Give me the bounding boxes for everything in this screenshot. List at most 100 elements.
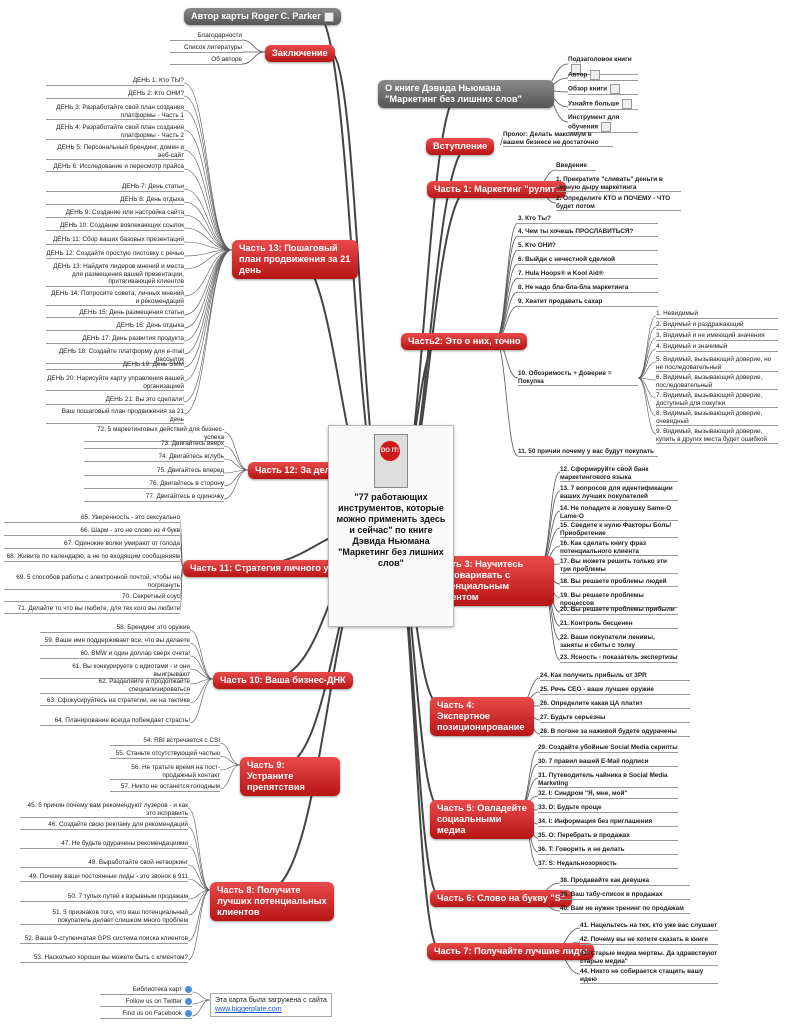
- link-icon[interactable]: [185, 1010, 192, 1017]
- part8-item[interactable]: 50. 7 тупых путей к взрывным продажам: [20, 893, 188, 902]
- part11-item[interactable]: 70. Секретный соус: [4, 593, 180, 602]
- part2-item[interactable]: 9. Хватит продавать сахар: [518, 298, 658, 307]
- part5-item[interactable]: 34. I: Информация без приглашения: [538, 818, 678, 827]
- part8-item[interactable]: 52. Ваша 9-ступенчатая GPS система поиск…: [20, 935, 188, 944]
- part1-node[interactable]: Часть 1: Маркетинг "рулит": [427, 181, 567, 198]
- part12-item[interactable]: 75. Двигайтесь вперед: [84, 467, 224, 476]
- part2-item[interactable]: 11. 50 причин почему у вас будут покупат…: [518, 448, 658, 457]
- visibility-level[interactable]: 3. Видимый и не имеющий значения: [656, 332, 778, 341]
- note-icon[interactable]: [571, 63, 581, 74]
- intro-node[interactable]: Вступление: [426, 138, 495, 155]
- about-node[interactable]: О книге Дэвида Ньюмана "Маркетинг без ли…: [378, 80, 554, 108]
- part11-item[interactable]: 68. Живите по календарю, а не по входящи…: [4, 553, 180, 562]
- visibility-level[interactable]: 8. Видимый, вызывающий доверие, очевидны…: [656, 410, 778, 427]
- day-item[interactable]: ДЕНЬ 6: Исследование и пересмотр прайса: [46, 163, 184, 172]
- part7-item[interactable]: 42. Почему вы не хотите сказать в книге: [580, 936, 718, 945]
- part12-item[interactable]: 72. 5 маркетинговых действий для бизнес-…: [84, 426, 224, 443]
- intro-item[interactable]: Пролог: Делать максимум в вашем бизнесе …: [503, 131, 613, 148]
- part7-item[interactable]: 44. Никто не собирается стащить вашу иде…: [580, 968, 718, 985]
- note-icon[interactable]: [610, 84, 621, 94]
- part1-item[interactable]: Введение: [556, 162, 596, 171]
- part3-item[interactable]: 22. Ваши покупатели ленивы, заняты и сби…: [560, 634, 678, 651]
- day-item[interactable]: ДЕНЬ 20: Нарисуйте карту управления ваше…: [46, 375, 184, 392]
- branch-item[interactable]: Благодарности: [170, 32, 242, 41]
- day-item[interactable]: ДЕНЬ 11: Сбор ваших базовых презентаций: [46, 236, 184, 245]
- conclusion-node[interactable]: Заключение: [265, 45, 335, 62]
- day-item[interactable]: ДЕНЬ 7: День статьи: [46, 183, 184, 192]
- part4-item[interactable]: 28. В погоне за наживой будете одурачены: [540, 728, 690, 737]
- part8-item[interactable]: 45. 5 причин почему вам рекомендуют лузе…: [20, 802, 188, 819]
- part8-item[interactable]: 49. Почему ваши постоянные лиды - это зв…: [20, 873, 188, 882]
- part4-item[interactable]: 27. Будьте серьезны: [540, 714, 690, 723]
- part9-item[interactable]: 54. RBI встречается с CSI: [110, 737, 220, 746]
- part4-item[interactable]: 26. Определите какая ЦА платит: [540, 700, 690, 709]
- part12-item[interactable]: 74. Двигайтесь вглубь: [84, 453, 224, 462]
- day-item[interactable]: ДЕНЬ 13: Найдите лидеров мнений и места …: [46, 263, 184, 287]
- part3-item[interactable]: 13. 7 вопросов для идентификации ваших л…: [560, 485, 678, 502]
- part2-item[interactable]: 6. Выйди с нечестной сделкой: [518, 256, 658, 265]
- part1-item[interactable]: 2. Определите КТО и ПОЧЕМУ - ЧТО будет п…: [556, 195, 681, 212]
- visibility-level[interactable]: 4. Видимый и значимый: [656, 343, 778, 352]
- biggerplate-link[interactable]: www.biggerplate.com: [215, 1006, 282, 1013]
- part12-item[interactable]: 76. Двигайтесь в сторону: [84, 480, 224, 489]
- about-item[interactable]: Обзор книги: [568, 84, 638, 95]
- about-item[interactable]: Узнайте больше: [568, 99, 638, 110]
- part13-node[interactable]: Часть 13: Пошаговый план продвижения за …: [232, 240, 358, 279]
- day-item[interactable]: ДЕНЬ 4: Разработайте свой план создания …: [46, 124, 184, 141]
- day-item[interactable]: ДЕНЬ 15: День размещения статьи: [46, 309, 184, 318]
- part5-item[interactable]: 31. Путеводитель чайника в Social Media …: [538, 772, 678, 789]
- visibility-level[interactable]: 1. Невидимый: [656, 310, 778, 319]
- part1-item[interactable]: 1. Прекратите "сливать" деньги в черную …: [556, 176, 681, 193]
- part11-item[interactable]: 66. Шарм - это не слово из 4 букв: [4, 527, 180, 536]
- part3-item[interactable]: 17. Вы можете решить только эти три проб…: [560, 558, 678, 575]
- part4-item[interactable]: 25. Речь CEO - ваше лучшее оружие: [540, 686, 690, 695]
- note-icon[interactable]: [323, 11, 334, 22]
- part8-item[interactable]: 53. Насколько хороши вы можете быть с кл…: [20, 954, 188, 963]
- part2-item[interactable]: 5. Кто ОНИ?: [518, 242, 658, 251]
- branch-item[interactable]: Об авторе: [170, 56, 242, 65]
- part5-item[interactable]: 37. S: Недальнозоркость: [538, 860, 678, 869]
- day-item[interactable]: ДЕНЬ 10: Создание вовлекающих ссылок: [46, 222, 184, 231]
- part11-item[interactable]: 67. Одинокие волки умирают от голода: [4, 540, 180, 549]
- visibility-level[interactable]: 7. Видимый, вызывающий доверие, доступны…: [656, 392, 778, 409]
- footer-link[interactable]: Библиотека карт: [100, 986, 192, 995]
- day-item[interactable]: ДЕНЬ 16: День отдыха: [46, 322, 184, 331]
- day-item[interactable]: ДЕНЬ 19: День SMM: [46, 361, 184, 370]
- part8-item[interactable]: 51. 5 признаков того, что ваш потенциаль…: [20, 909, 188, 926]
- part3-item[interactable]: 15. Сведите к нулю Факторы Боль/Приобрет…: [560, 522, 678, 539]
- day-item[interactable]: ДЕНЬ 17: День развития продукта: [46, 335, 184, 344]
- part3-item[interactable]: 14. Не попадите в ловушку Same-O Lame-O: [560, 505, 678, 522]
- part5-item[interactable]: 32. I: Синдром "Я, мне, мой": [538, 790, 678, 799]
- note-icon[interactable]: [601, 121, 612, 132]
- part11-item[interactable]: 69. 5 способов работы с электронной почт…: [4, 574, 180, 591]
- part3-item[interactable]: 20. Вы решаете проблемы прибыли: [560, 606, 678, 615]
- part10-item[interactable]: 62. Разделяйте и продолжайте специализир…: [40, 678, 190, 695]
- link-icon[interactable]: [185, 986, 192, 993]
- day-item[interactable]: ДЕНЬ 8: День отдыха: [46, 196, 184, 205]
- part11-node[interactable]: Часть 11: Стратегия личного успеха: [183, 560, 362, 577]
- note-icon[interactable]: [622, 99, 633, 109]
- part5-item[interactable]: 30. 7 правил вашей E-Mail подписи: [538, 758, 678, 767]
- part10-item[interactable]: 60. BMW и один доллар сверх счета!: [40, 650, 190, 659]
- part10-item[interactable]: 64. Планирование всегда побеждает страст…: [40, 717, 190, 726]
- part8-item[interactable]: 48. Выработайте свой нетворкинг: [20, 859, 188, 868]
- part10-item[interactable]: 63. Сфокусируйтесь на стратегии, не на т…: [40, 697, 190, 706]
- about-item[interactable]: Автор: [568, 70, 638, 81]
- part3-item[interactable]: 16. Как сделать книгу фраз потенциальног…: [560, 540, 678, 557]
- part6-item[interactable]: 39. Ваш табу-список в продажах: [560, 891, 690, 900]
- part12-item[interactable]: 77. Двигайтесь в одиночку: [84, 493, 224, 502]
- day-item[interactable]: ДЕНЬ 2: Кто ОНИ?: [46, 90, 184, 99]
- part7-node[interactable]: Часть 7: Получайте лучшие лиды: [427, 943, 595, 960]
- visibility-level[interactable]: 2. Видимый и раздражающий: [656, 321, 778, 330]
- part5-item[interactable]: 29. Создайте убойные Social Media скрипт…: [538, 744, 678, 753]
- part11-item[interactable]: 71. Делайте то что вы любите, для тех ко…: [4, 605, 180, 614]
- part9-item[interactable]: 55. Станьте отсутствующей частью: [110, 750, 220, 759]
- part2-item[interactable]: 8. Не надо бла-бла-бла маркетинга: [518, 284, 658, 293]
- part9-node[interactable]: Часть 9: Устраните препятствия: [240, 757, 340, 796]
- visibility-level[interactable]: 5. Видимый, вызывающий доверие, но не по…: [656, 356, 778, 373]
- part5-item[interactable]: 35. O: Перебрать в продажах: [538, 832, 678, 841]
- part3-item[interactable]: 19. Вы решаете проблемы процессов: [560, 592, 678, 609]
- visibility-level[interactable]: 9. Видимый, вызывающий доверие, купить в…: [656, 428, 778, 445]
- part4-item[interactable]: 24. Как получить прибыль от 3PR: [540, 672, 690, 681]
- day-item[interactable]: ДЕНЬ 1: Кто ТЫ?: [46, 77, 184, 86]
